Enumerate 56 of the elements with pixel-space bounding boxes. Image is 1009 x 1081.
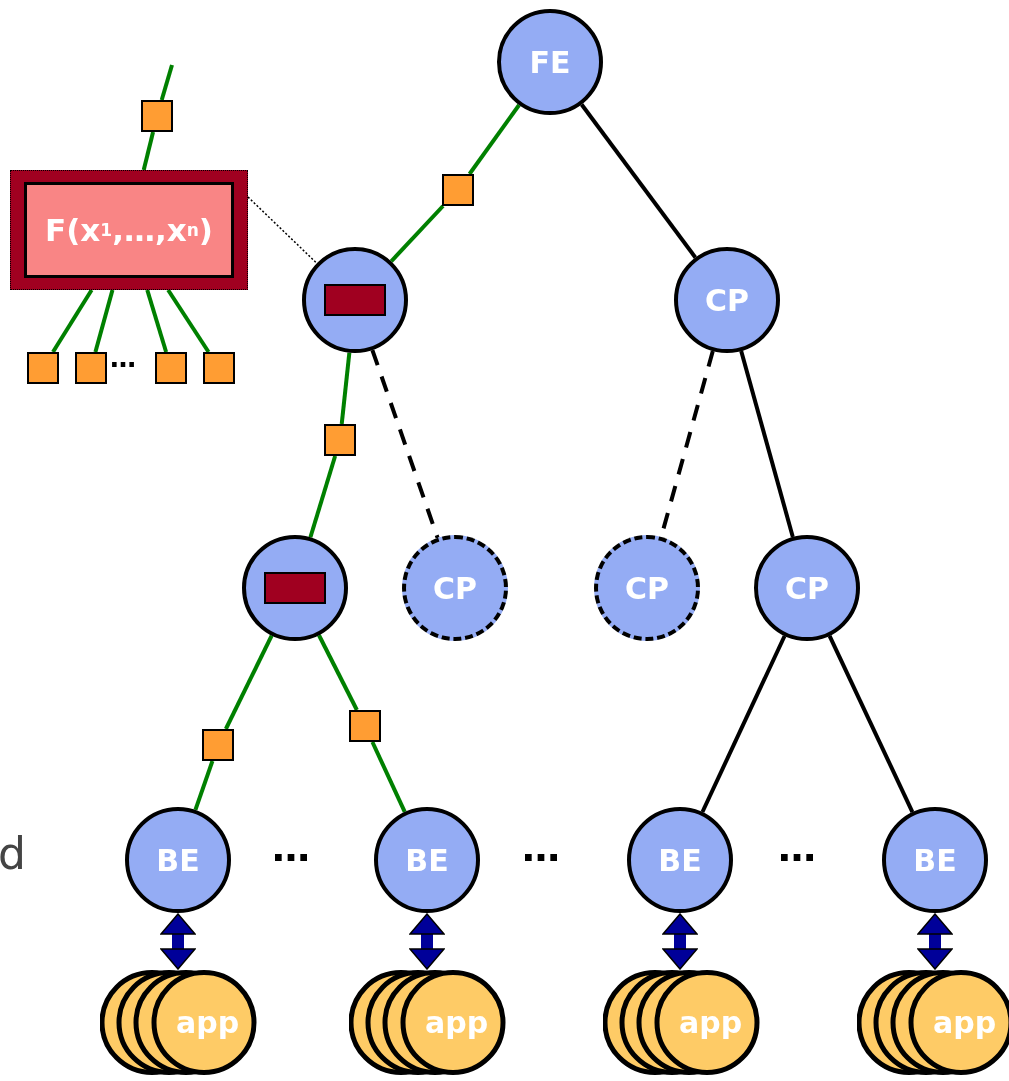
app-stack	[349, 970, 506, 1075]
double-arrow	[662, 913, 698, 970]
token-box	[27, 352, 59, 384]
ellipsis: …	[522, 826, 560, 870]
node-label: app	[425, 1005, 489, 1040]
node-label: FE	[529, 44, 571, 80]
node-label: app	[679, 1005, 743, 1040]
connector-line	[166, 288, 211, 354]
app-stack	[603, 970, 760, 1075]
node-label: app	[176, 1005, 240, 1040]
connector-line	[317, 634, 359, 711]
connector-line	[370, 349, 440, 539]
connector-line	[339, 352, 352, 425]
connector-line	[93, 289, 115, 353]
text-fragment: d	[0, 828, 26, 879]
token-box	[155, 352, 187, 384]
token-box	[203, 352, 235, 384]
node-label: CP	[625, 570, 669, 606]
double-arrow	[160, 913, 196, 970]
connector-line	[580, 103, 697, 259]
node-label: CP	[705, 282, 749, 318]
connector-line	[389, 204, 445, 263]
node-label: BE	[156, 842, 200, 878]
node-label: CP	[785, 570, 829, 606]
connector-line	[224, 634, 274, 730]
ellipsis: …	[272, 826, 310, 870]
connector-line	[467, 103, 521, 176]
leader-line	[247, 196, 318, 264]
ellipsis: …	[110, 343, 136, 373]
token-box	[349, 710, 381, 742]
connector-line	[308, 455, 338, 538]
connector-line	[739, 350, 795, 538]
token-box	[141, 100, 173, 132]
connector-line	[827, 635, 915, 813]
connector-line	[370, 741, 407, 813]
node-label: CP	[433, 570, 477, 606]
ellipsis: …	[778, 826, 816, 870]
connector-line	[193, 760, 215, 811]
function-box	[10, 170, 248, 290]
token-box	[75, 352, 107, 384]
double-arrow	[409, 913, 445, 970]
app-stack	[100, 970, 257, 1075]
node-label: app	[933, 1005, 997, 1040]
token-box	[442, 174, 474, 206]
connector-line	[141, 131, 155, 171]
node-label: BE	[405, 842, 449, 878]
app-stack	[857, 970, 1009, 1075]
connector-line	[51, 288, 94, 354]
connector-line	[700, 635, 787, 813]
connector-line	[145, 289, 169, 353]
token-box	[202, 729, 234, 761]
double-arrow	[917, 913, 953, 970]
token-box	[324, 424, 356, 456]
node-label: BE	[913, 842, 957, 878]
connector-line	[159, 64, 174, 101]
node-label: BE	[658, 842, 702, 878]
